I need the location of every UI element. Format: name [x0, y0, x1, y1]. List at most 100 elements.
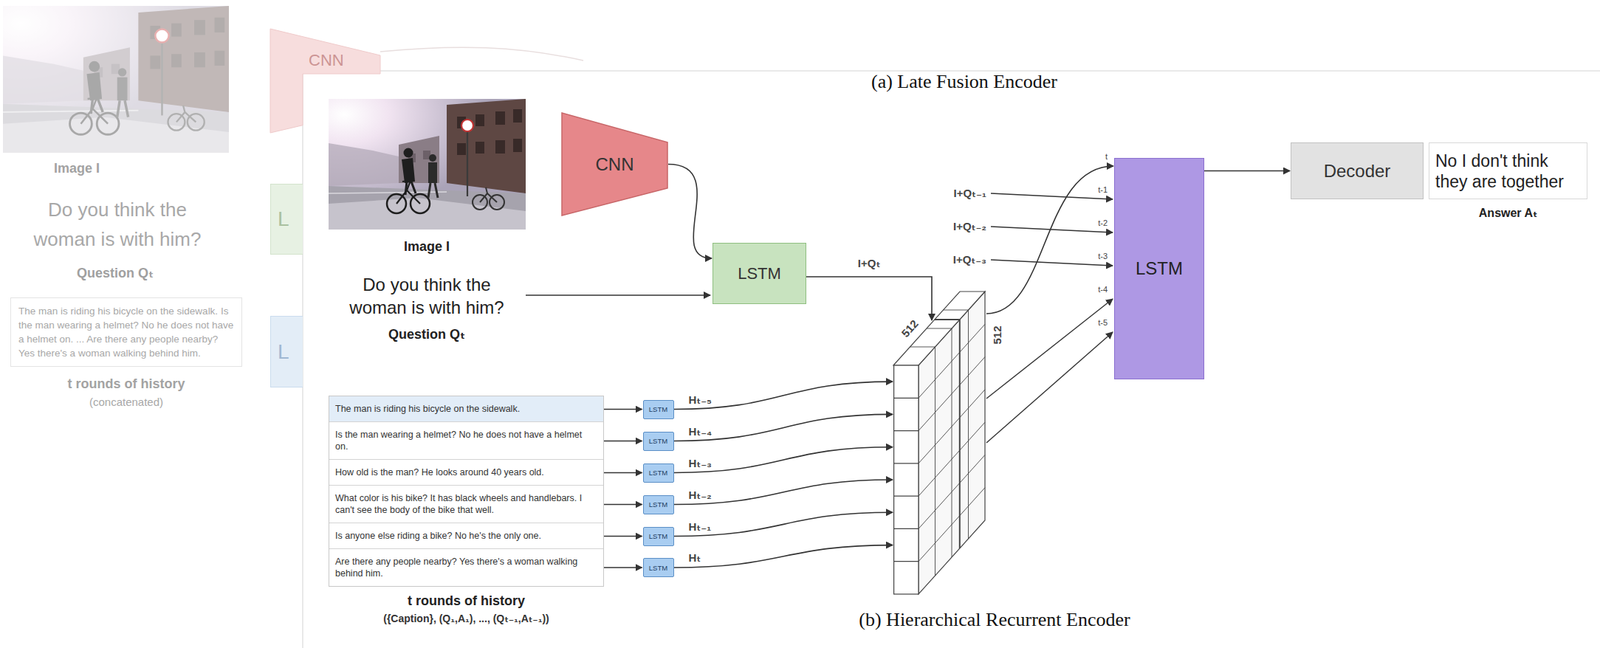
time-label: t-4 [1097, 285, 1108, 294]
connector [603, 440, 643, 443]
lstm-box: LSTM [712, 242, 807, 305]
block-label: LSTM [649, 468, 668, 477]
connector [806, 276, 932, 321]
edge-label: Hₜ [687, 551, 703, 565]
row-text: How old is the man? He looks around 40 y… [335, 466, 598, 479]
connector [668, 164, 712, 260]
history-row: What color is his bike? It has black whe… [329, 485, 604, 524]
answer-box: No I don't think they are togetherAnswer… [1428, 142, 1588, 200]
stack-cell-line [893, 430, 919, 432]
connector [603, 536, 643, 538]
stack-cell-line [893, 397, 919, 399]
panel-caption: (a) Late Fusion Encoder [871, 70, 1058, 94]
block-label: LSTM [737, 264, 782, 284]
panel-caption: (b) Hierarchical Recurrent Encoder [858, 609, 1130, 632]
answer-heading: Answer Aₜ [1478, 205, 1538, 221]
question-text: Do you think the woman is with him? [334, 273, 520, 319]
block-label: L [277, 340, 290, 365]
history-row: Are there any people nearby? Yes there's… [329, 549, 604, 587]
stack-depth-line [967, 310, 969, 539]
answer-text: No I don't think they are together [1435, 150, 1581, 192]
question-caption: Question Qₜ [76, 265, 154, 282]
block-label: Decoder [1323, 160, 1392, 182]
edge-label: Hₜ₋₅ [687, 393, 714, 407]
row-text: Are there any people nearby? Yes there's… [335, 555, 598, 580]
question-caption: Question Qₜ [388, 326, 466, 343]
stack-front [894, 365, 919, 595]
time-label: t-1 [1097, 185, 1108, 195]
signal-label: I+Qₜ₋₂ [953, 220, 987, 234]
stack-cell-line [893, 561, 919, 562]
signal-label: I+Qₜ₋₁ [953, 186, 987, 201]
stack-depth-line [926, 328, 952, 330]
time-label: t-3 [1097, 251, 1108, 261]
connector [1204, 170, 1290, 173]
question-text: Do you think the woman is with him? [21, 194, 214, 254]
connector [674, 447, 894, 474]
connector [986, 166, 1114, 314]
time-label: t [1105, 152, 1108, 161]
row-text: What color is his bike? It has black whe… [335, 492, 598, 517]
connector [674, 512, 894, 537]
dimension-label: 512 [990, 324, 1004, 346]
stack-depth-line [910, 347, 936, 348]
lstm-cell: LSTM [643, 495, 675, 515]
stack-depth-line [959, 319, 961, 549]
lstm-box: L [270, 316, 303, 388]
history-heading: t rounds of history [407, 593, 525, 610]
block-label: CNN [308, 51, 345, 70]
image-caption: Image I [403, 239, 450, 255]
history-heading: t rounds of history [67, 376, 186, 393]
lstm-cell: LSTM [643, 558, 675, 578]
edge-label: Hₜ₋₂ [687, 488, 714, 503]
block-label: LSTM [649, 564, 668, 573]
stack-cell-line [893, 462, 919, 464]
edge-label: I+Qₜ [856, 256, 882, 271]
connector [674, 479, 894, 506]
connector [603, 504, 643, 506]
lstm-cell: LSTM [643, 400, 675, 420]
connector [603, 567, 643, 569]
lstm-cell: LSTM [643, 463, 675, 483]
time-label: t-5 [1097, 318, 1108, 328]
history-note: ({Caption}, (Q₁,A₁), ..., (Qₜ₋₁,Aₜ₋₁)) [383, 612, 550, 625]
memory-stack: 512 512 [893, 287, 1005, 602]
lstm-box: L [270, 183, 303, 255]
history-text: The man is riding his bicycle on the sid… [18, 304, 235, 361]
row-text: Is anyone else riding a bike? No he's th… [335, 530, 598, 542]
connector [674, 414, 894, 441]
connector [674, 545, 894, 568]
history-row: Is the man wearing a helmet? No he does … [329, 422, 604, 460]
lstm-box: LSTM [1114, 158, 1205, 380]
history-row: The man is riding his bicycle on the sid… [329, 396, 604, 423]
history-note: (concatenated) [89, 395, 164, 409]
stack-depth-line [951, 328, 953, 558]
cnn-trapezoid [561, 112, 668, 216]
block-label: LSTM [649, 437, 668, 446]
block-label: LSTM [649, 500, 668, 509]
block-label: LSTM [1135, 258, 1183, 280]
lstm-cell: LSTM [643, 527, 675, 547]
block-label: LSTM [649, 532, 668, 541]
block-label: L [277, 207, 290, 232]
cnn-block: CNN [561, 112, 669, 217]
time-label: t-2 [1097, 218, 1108, 228]
edge-label: Hₜ₋₁ [687, 520, 714, 534]
block-outline [270, 28, 381, 133]
decoder-box: Decoder [1290, 142, 1424, 200]
block-label: CNN [595, 154, 635, 175]
image-caption: Image I [53, 160, 100, 177]
connector [603, 409, 643, 411]
edge-label: Hₜ₋₃ [687, 457, 714, 471]
row-text: Is the man wearing a helmet? No he does … [335, 428, 598, 453]
cnn-block: CNN [270, 28, 381, 133]
stack-top [893, 291, 985, 366]
row-text: The man is riding his bicycle on the sid… [335, 403, 598, 415]
connector [603, 472, 643, 475]
dimension-label: 512 [897, 316, 922, 342]
stack-depth-line [934, 347, 936, 576]
cnn-trapezoid [270, 28, 381, 133]
stack-cell-line [893, 496, 919, 497]
history-row: How old is the man? He looks around 40 y… [329, 459, 604, 486]
